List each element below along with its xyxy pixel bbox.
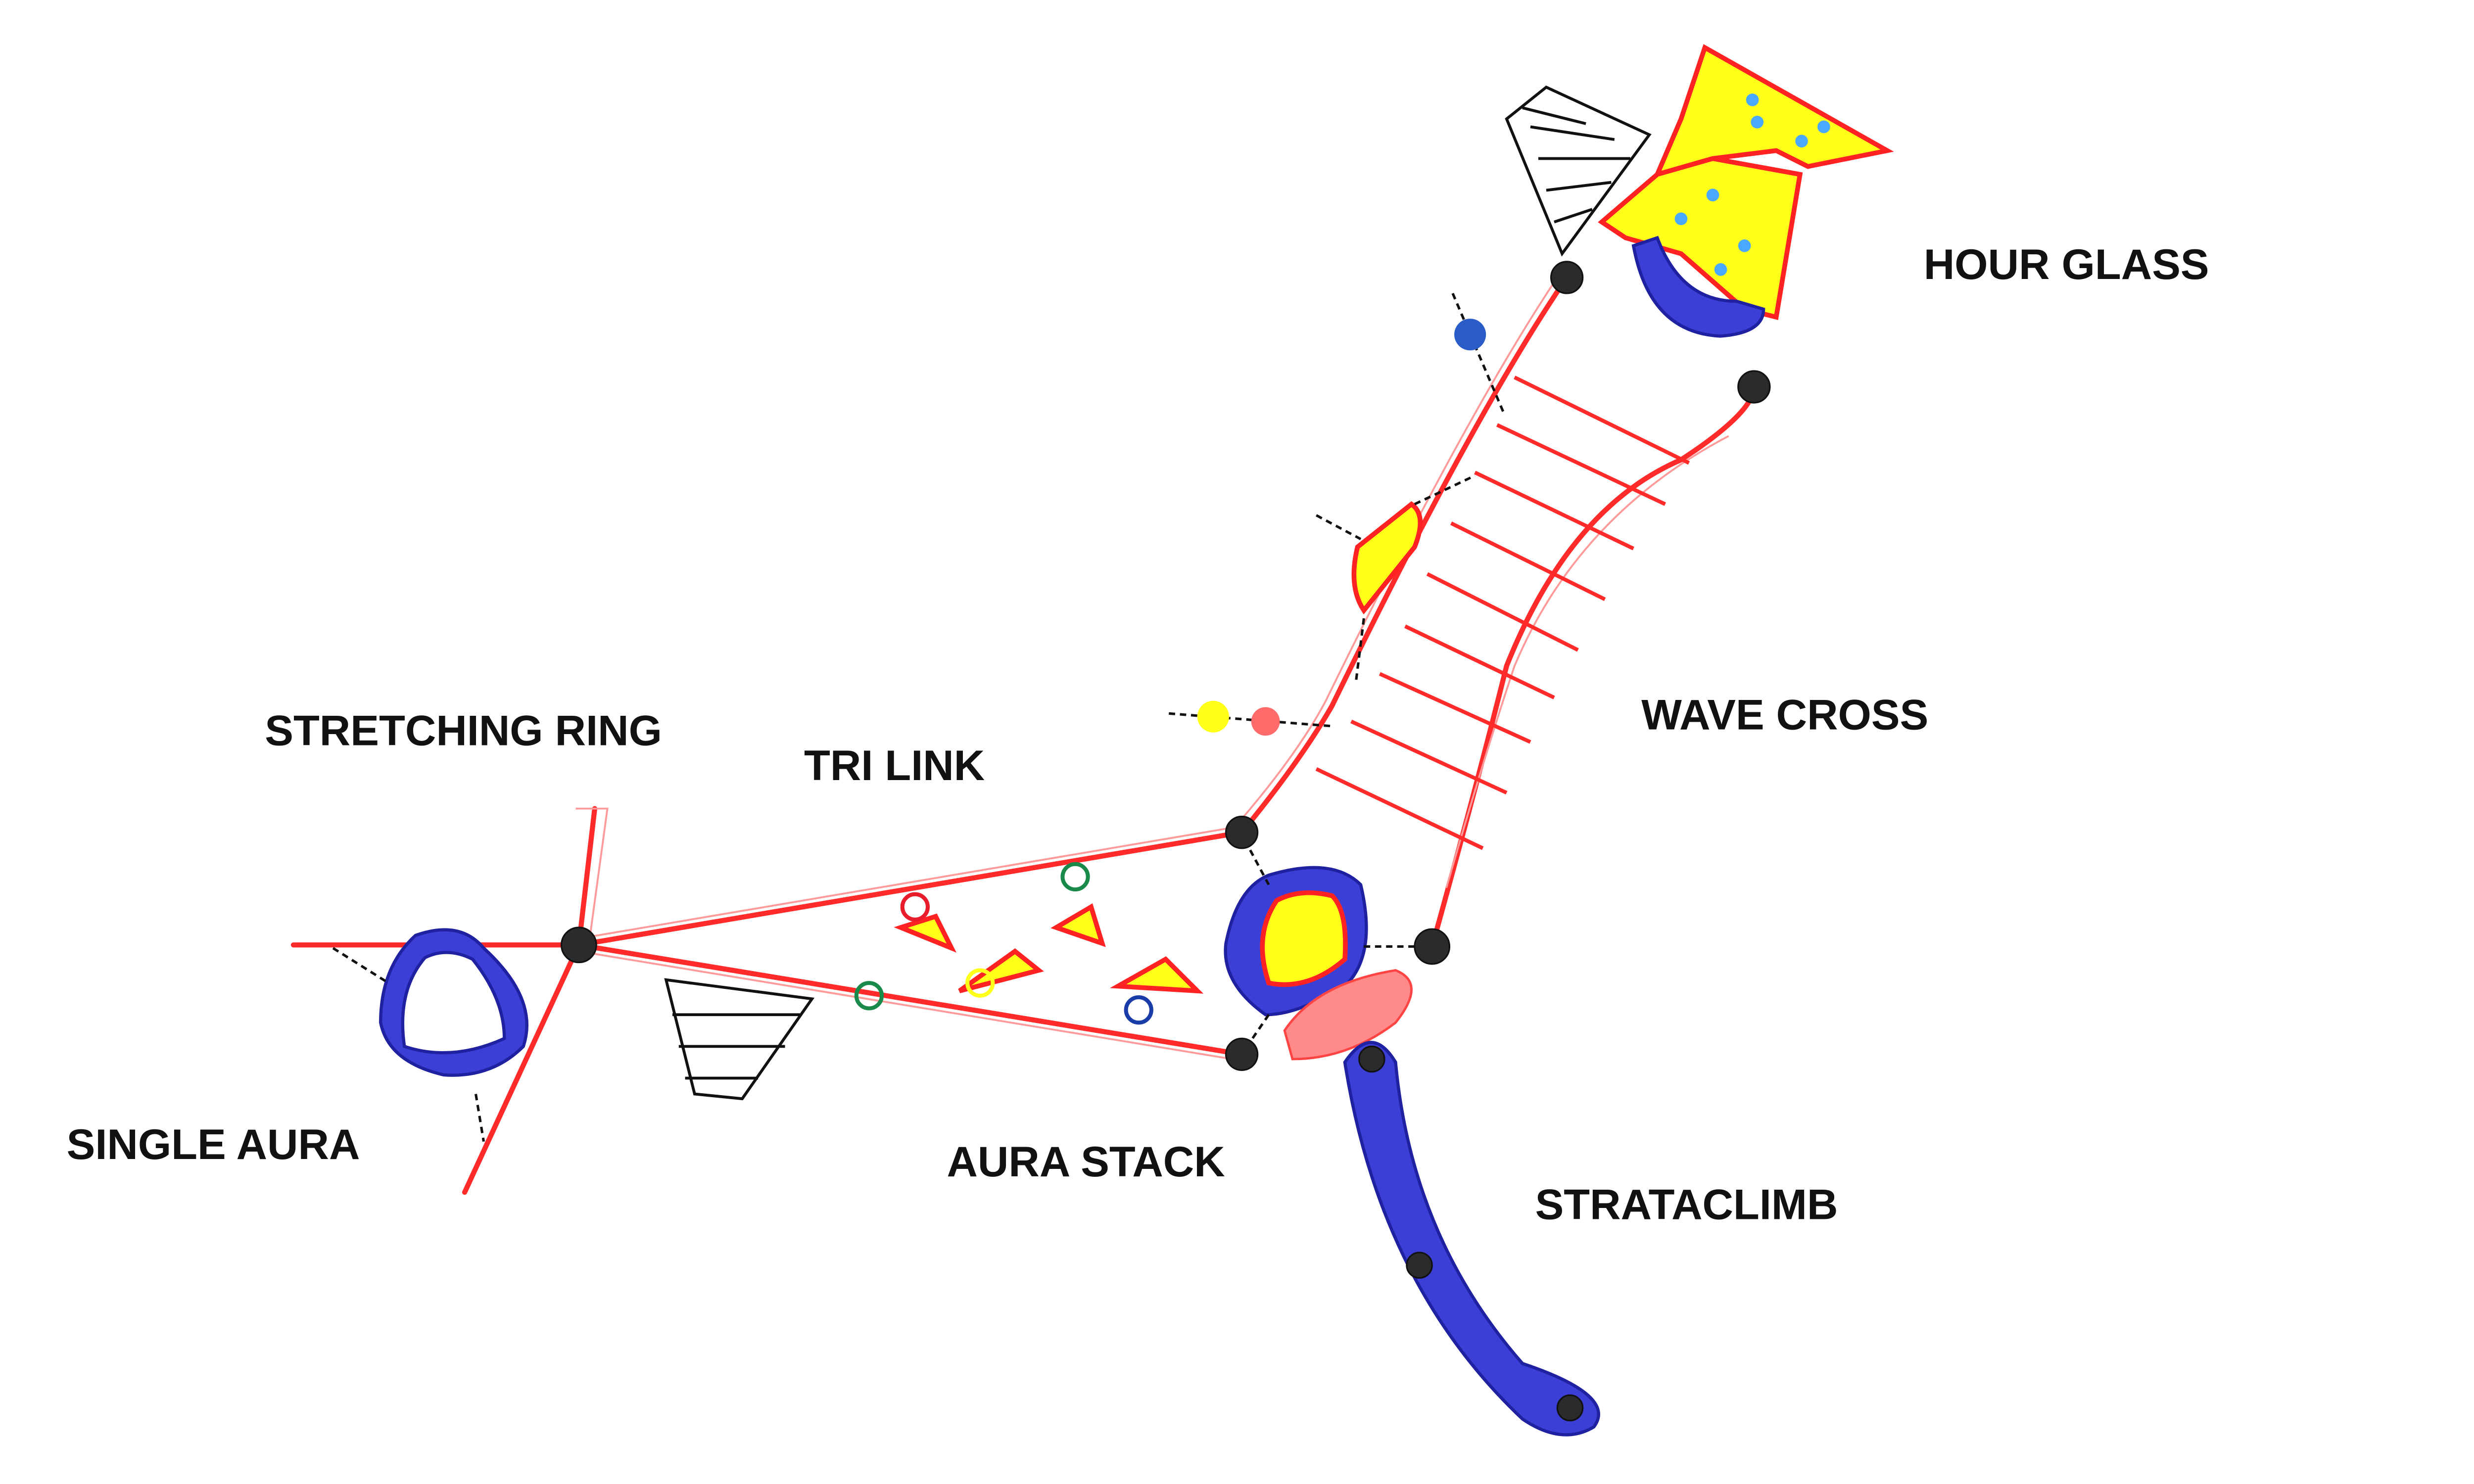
tri-link-lower-rail	[576, 942, 1244, 1057]
strataclimb-panel	[1343, 1041, 1600, 1437]
hour-glass-component	[1505, 44, 1894, 338]
tri-link-net-icon	[664, 978, 815, 1101]
aura-stack-panel	[1260, 890, 1348, 987]
label-wave-cross: WAVE CROSS	[1641, 691, 1928, 739]
wave-cross-component	[1168, 272, 1757, 949]
label-hour-glass: HOUR GLASS	[1924, 241, 2209, 288]
aura-stack-mesh	[1283, 969, 1413, 1061]
wave-cross-panel	[1351, 501, 1423, 615]
tri-link-upper-rail	[576, 830, 1244, 948]
connector-nodes	[561, 261, 1771, 1071]
hour-glass-aura-ring	[1631, 235, 1765, 338]
pink-hold-icon	[1251, 707, 1280, 736]
wave-cross-left-rail	[1239, 275, 1570, 835]
label-tri-link: TRI LINK	[804, 742, 985, 789]
yellow-hold-icon	[1197, 700, 1229, 733]
label-strataclimb: STRATACLIMB	[1535, 1181, 1838, 1229]
single-aura-ring	[379, 928, 528, 1077]
wave-cross-rungs	[1315, 375, 1690, 850]
climbing-hold-icons	[1674, 93, 1830, 276]
hour-glass-net-icon	[1505, 85, 1652, 257]
tri-link-triangle-holds	[854, 862, 1204, 1025]
label-aura-stack: AURA STACK	[947, 1138, 1225, 1186]
aura-stack-component	[1224, 839, 1427, 1061]
stretching-ring-component	[290, 806, 609, 1195]
tri-link-component	[576, 825, 1244, 1101]
blue-hold-icon	[1454, 319, 1486, 351]
label-stretching-ring: STRETCHING RING	[265, 707, 662, 754]
hour-glass-panel-top	[1653, 44, 1894, 178]
label-single-aura: SINGLE AURA	[67, 1121, 360, 1168]
